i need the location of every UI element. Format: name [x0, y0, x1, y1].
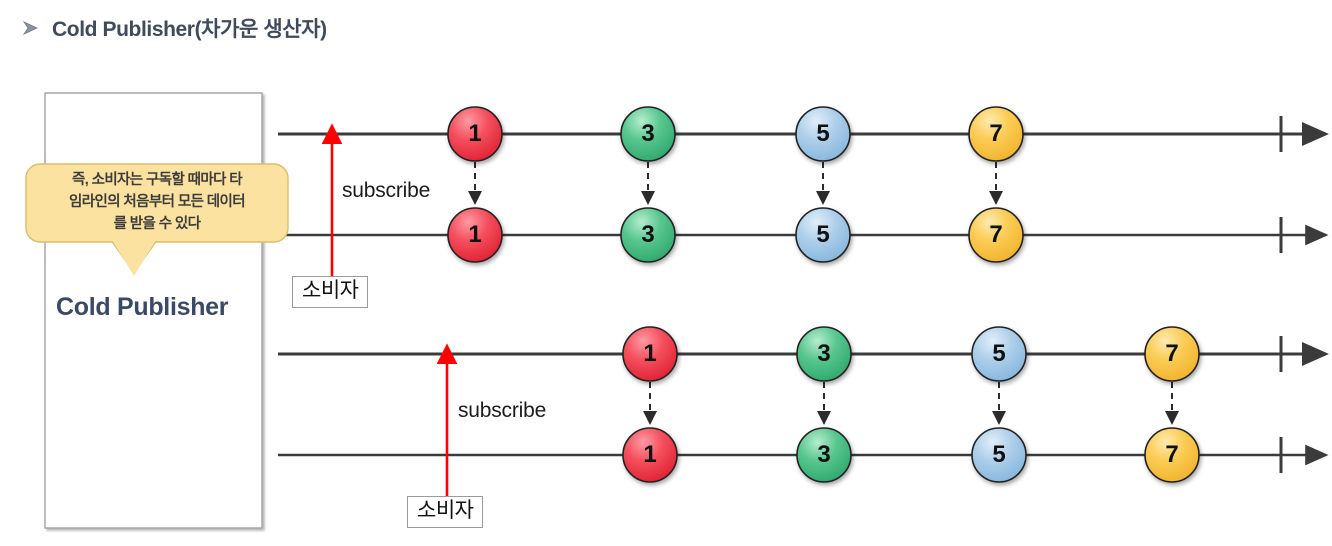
- consumer-box-2: 소비자: [407, 496, 484, 528]
- marble-3: [620, 207, 676, 263]
- marble-value: 7: [1165, 441, 1179, 468]
- marble-3: [796, 427, 852, 483]
- page-heading: Cold Publisher(차가운 생산자): [22, 13, 327, 43]
- marble-value: 1: [643, 340, 657, 367]
- consumer-box-1: 소비자: [292, 276, 369, 308]
- marble-1: [447, 106, 503, 162]
- marble-1: [622, 427, 678, 483]
- marble-5: [795, 207, 851, 263]
- emission-arrows-2: [643, 382, 1179, 425]
- marbles-consumer-2: [622, 427, 1200, 483]
- marble-value: 1: [468, 221, 482, 248]
- marble-7: [1144, 326, 1200, 382]
- marble-1: [622, 326, 678, 382]
- page-title: Cold Publisher(차가운 생산자): [52, 18, 327, 41]
- marble-7: [968, 106, 1024, 162]
- cold-publisher-title: Cold Publisher: [56, 293, 229, 321]
- marbles-consumer-1: [447, 207, 1024, 263]
- marble-value: 3: [817, 340, 831, 367]
- subscribe-label-2: subscribe: [458, 399, 547, 422]
- marble-5: [971, 427, 1027, 483]
- marble-value: 1: [643, 441, 657, 468]
- marble-value: 3: [641, 120, 655, 147]
- callout-line-1: 즉, 소비자는 구독할 때마다 타: [71, 172, 243, 188]
- marble-value: 5: [816, 120, 830, 147]
- marble-value: 1: [468, 120, 482, 147]
- marble-3: [796, 326, 852, 382]
- marbles-producer-2: [622, 326, 1200, 382]
- marble-value: 7: [1165, 340, 1179, 367]
- marble-value: 3: [817, 441, 831, 468]
- marbles-producer-1: [447, 106, 1024, 162]
- marble-3: [620, 106, 676, 162]
- marble-value: 3: [641, 221, 655, 248]
- marble-value: 7: [989, 221, 1003, 248]
- marble-7: [968, 207, 1024, 263]
- callout-bubble: [25, 163, 289, 276]
- marble-1: [447, 207, 503, 263]
- callout-line-2: 임라인의 처음부터 모든 데이터: [69, 194, 246, 210]
- marble-7: [1144, 427, 1200, 483]
- marble-value: 7: [989, 120, 1003, 147]
- marble-value: 5: [816, 221, 830, 248]
- emission-arrows-1: [468, 162, 1003, 205]
- marble-value: 5: [992, 340, 1006, 367]
- marble-5: [795, 106, 851, 162]
- marble-5: [971, 326, 1027, 382]
- subscribe-label-1: subscribe: [342, 179, 431, 202]
- marble-value: 5: [992, 441, 1006, 468]
- callout-line-3: 를 받을 수 있다: [113, 216, 201, 232]
- arrow-bullet-icon: [22, 19, 40, 37]
